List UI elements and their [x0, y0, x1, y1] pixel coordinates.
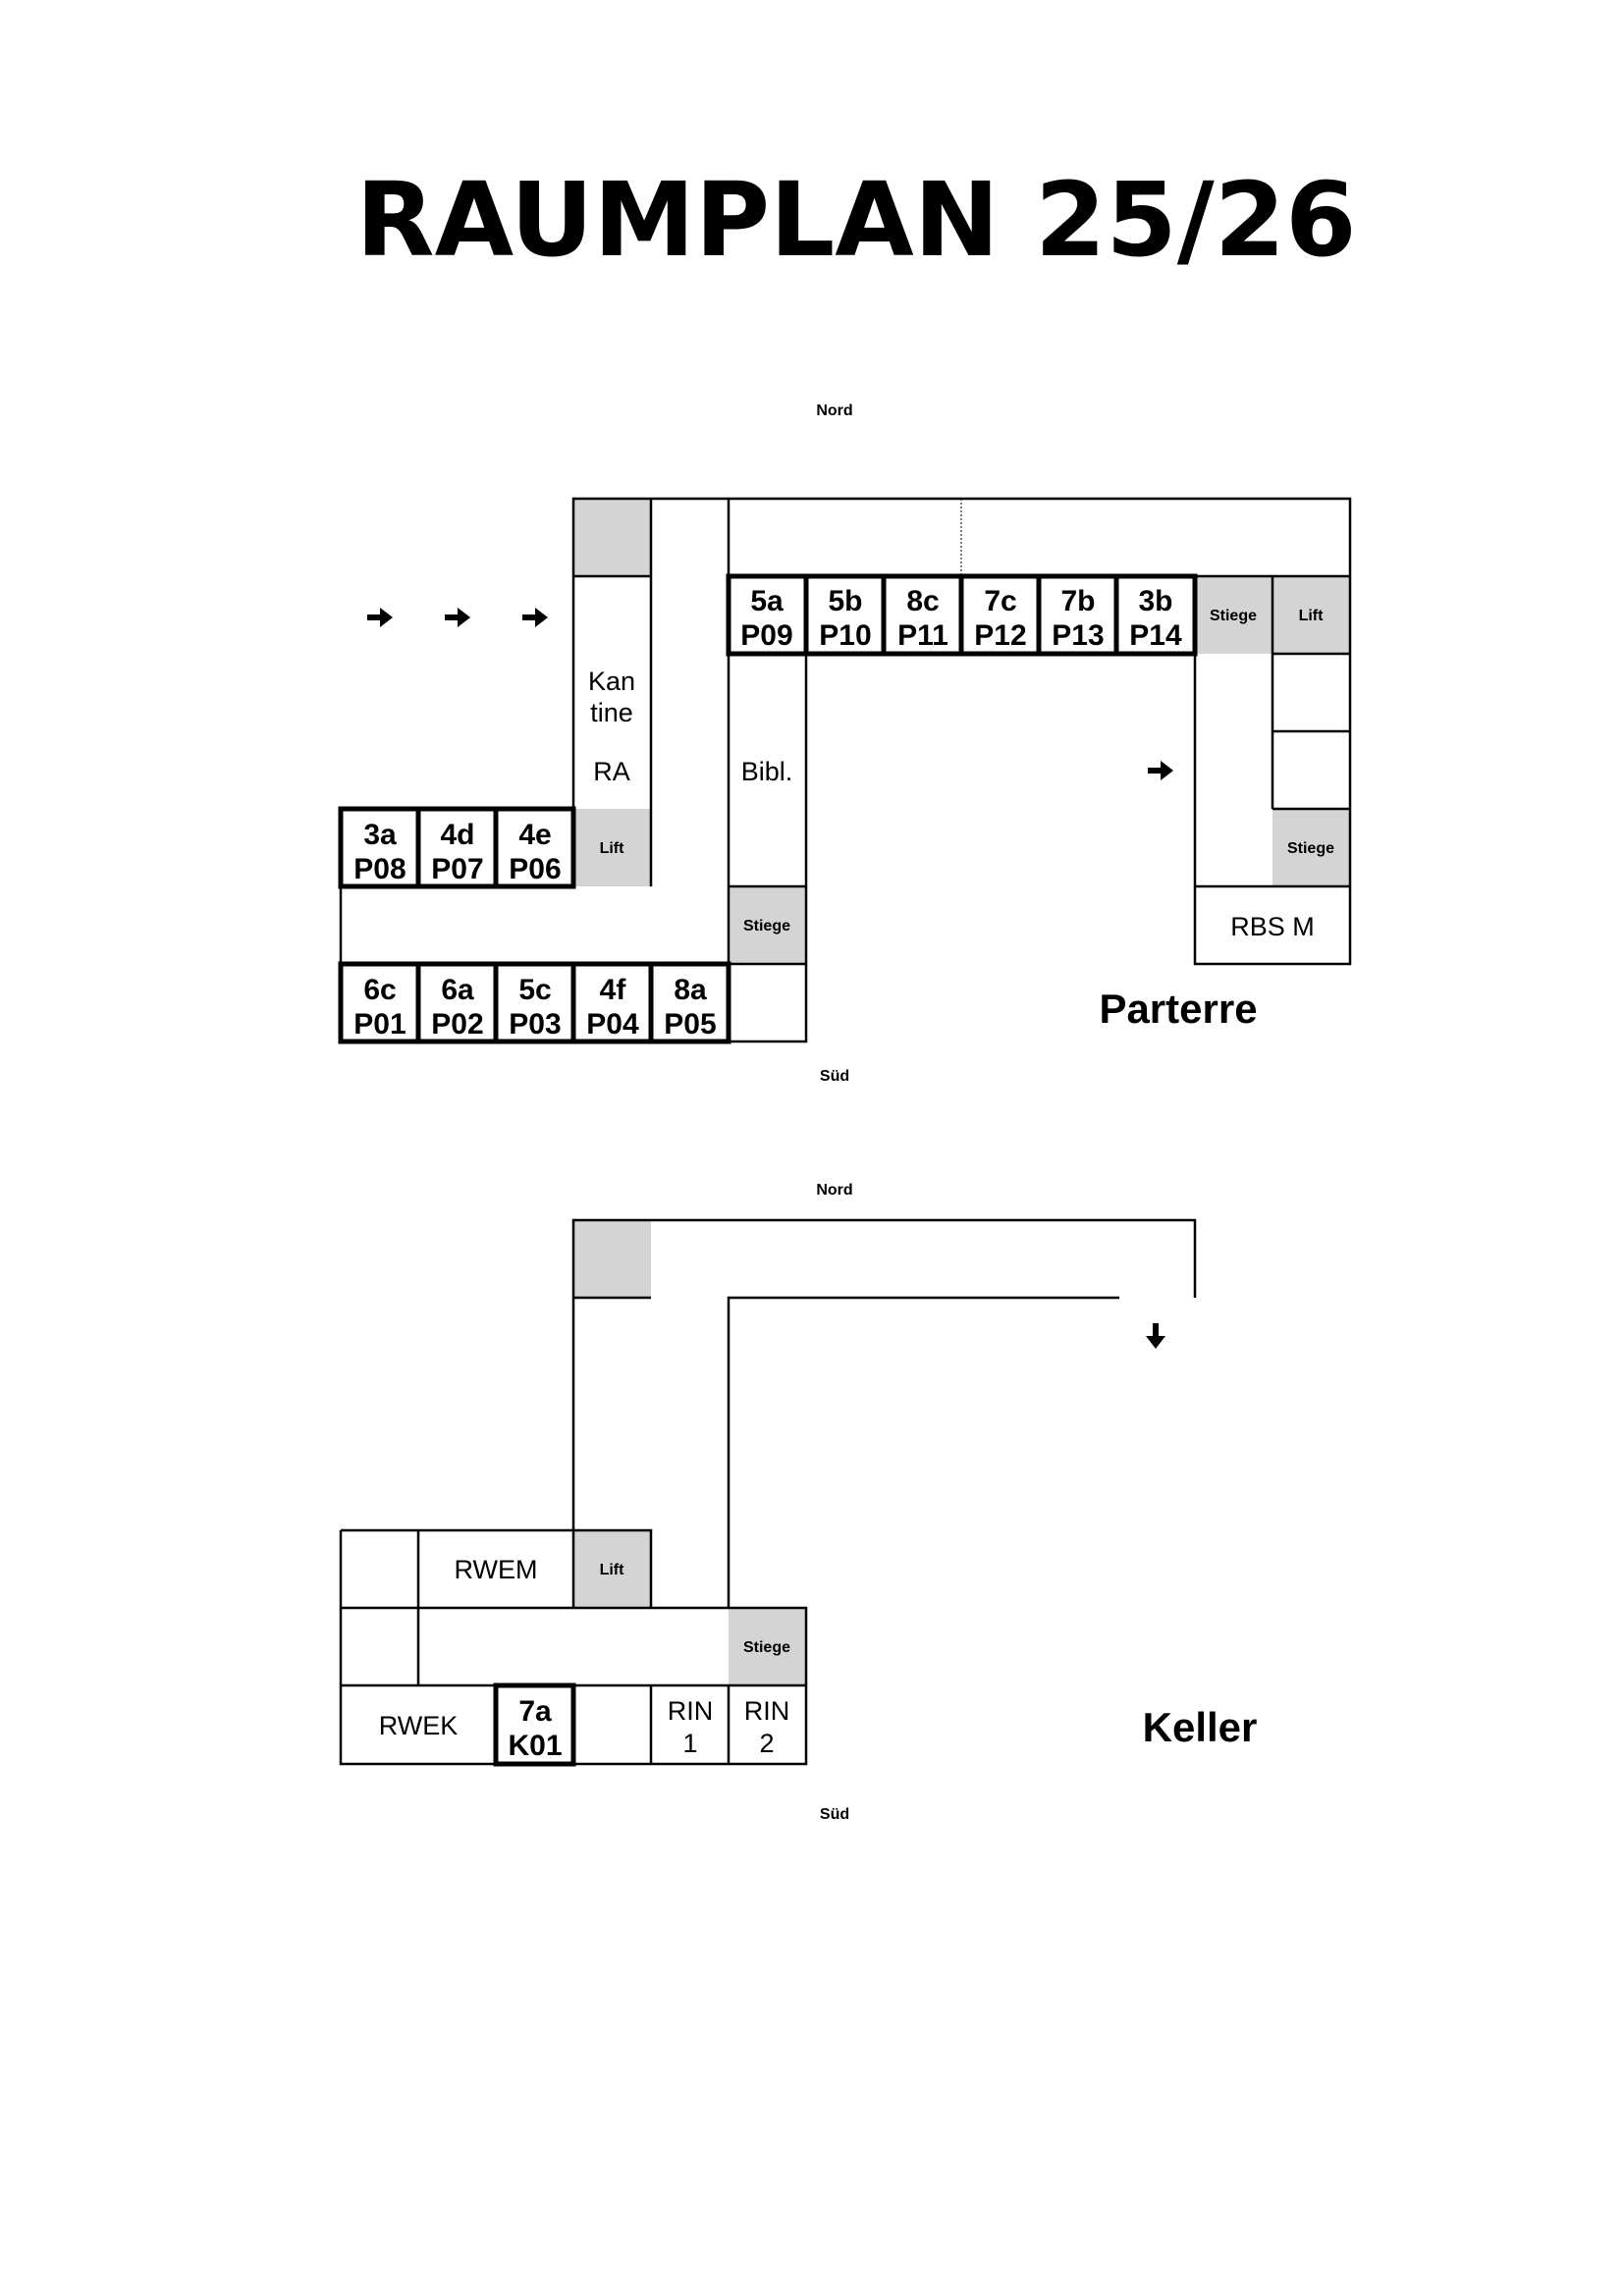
class-label: 8c: [906, 585, 939, 617]
room-number: P08: [353, 853, 406, 885]
class-label: 3b: [1138, 585, 1172, 617]
class-label: 4f: [600, 974, 627, 1006]
room-number: P09: [740, 619, 792, 652]
room-number: P14: [1129, 619, 1182, 652]
class-label: 4d: [440, 819, 474, 851]
page-title: RAUMPLAN 25/26: [356, 160, 1357, 280]
room-number: P07: [431, 853, 483, 885]
rin2-room-label: 2: [759, 1729, 774, 1758]
parterre-floor: Nord Süd: [338, 402, 1352, 1085]
room-number: K01: [508, 1730, 562, 1762]
room-number: P03: [509, 1008, 561, 1041]
lift-area: [573, 809, 651, 886]
class-label: 3a: [363, 819, 397, 851]
class-label: 4e: [518, 819, 551, 851]
class-label: 7c: [984, 585, 1016, 617]
room-number: P06: [509, 853, 561, 885]
rwem-room-label: RWEM: [455, 1555, 538, 1584]
lift-area: [1272, 576, 1350, 654]
north-label: Nord: [816, 1182, 852, 1199]
class-label: 7b: [1060, 585, 1095, 617]
room-number: P10: [819, 619, 871, 652]
class-label: 8a: [674, 974, 707, 1006]
arrow-down-icon: [1146, 1323, 1165, 1349]
stair-area: [1272, 809, 1350, 886]
kantine-label: Kan: [588, 667, 635, 696]
class-label: 5a: [750, 585, 784, 617]
arrow-right-icon: [367, 608, 393, 627]
stair-area: [729, 886, 806, 964]
stair-area: [573, 1220, 651, 1298]
arrow-right-icon: [522, 608, 548, 627]
stiege-label: Stiege: [1287, 840, 1334, 857]
rin1-room-label: RIN: [668, 1696, 714, 1726]
class-label: 5b: [828, 585, 862, 617]
class-label: 5c: [518, 974, 551, 1006]
stiege-label: Stiege: [743, 1639, 790, 1656]
north-label: Nord: [816, 402, 852, 419]
kantine-label: tine: [590, 698, 633, 727]
bibliothek-label: Bibl.: [741, 757, 793, 786]
room-number: P04: [586, 1008, 639, 1041]
room-number: P11: [897, 619, 948, 652]
lift-label: Lift: [600, 1562, 625, 1578]
rwek-room-label: RWEK: [379, 1711, 459, 1740]
floor-label: Parterre: [1099, 986, 1257, 1032]
lift-label: Lift: [600, 840, 625, 857]
stair-area: [573, 499, 651, 576]
rin2-room-label: RIN: [744, 1696, 790, 1726]
lift-label: Lift: [1299, 608, 1325, 624]
room-number: P01: [353, 1008, 406, 1041]
arrow-right-icon: [1148, 761, 1173, 780]
class-label: 6a: [441, 974, 474, 1006]
arrow-right-icon: [445, 608, 470, 627]
lift-area: [573, 1530, 651, 1608]
floor-label: Keller: [1143, 1704, 1258, 1750]
ra-label: RA: [593, 757, 630, 786]
keller-floor: Nord Süd RWEM RWEK 7a K01 RIN 1 RIN 2 Li…: [339, 1182, 1258, 1823]
room-number: P02: [431, 1008, 483, 1041]
stair-area: [1195, 576, 1272, 654]
south-label: Süd: [820, 1806, 849, 1823]
rbs-room-label: RBS M: [1230, 912, 1315, 941]
rin1-room-label: 1: [682, 1729, 697, 1758]
class-label: 7a: [518, 1695, 552, 1728]
stair-area: [729, 1608, 806, 1685]
room-number: P12: [974, 619, 1026, 652]
stiege-label: Stiege: [1210, 608, 1257, 624]
south-label: Süd: [820, 1068, 849, 1085]
class-label: 6c: [363, 974, 396, 1006]
stiege-label: Stiege: [743, 918, 790, 934]
room-number: P05: [664, 1008, 716, 1041]
room-number: P13: [1052, 619, 1104, 652]
